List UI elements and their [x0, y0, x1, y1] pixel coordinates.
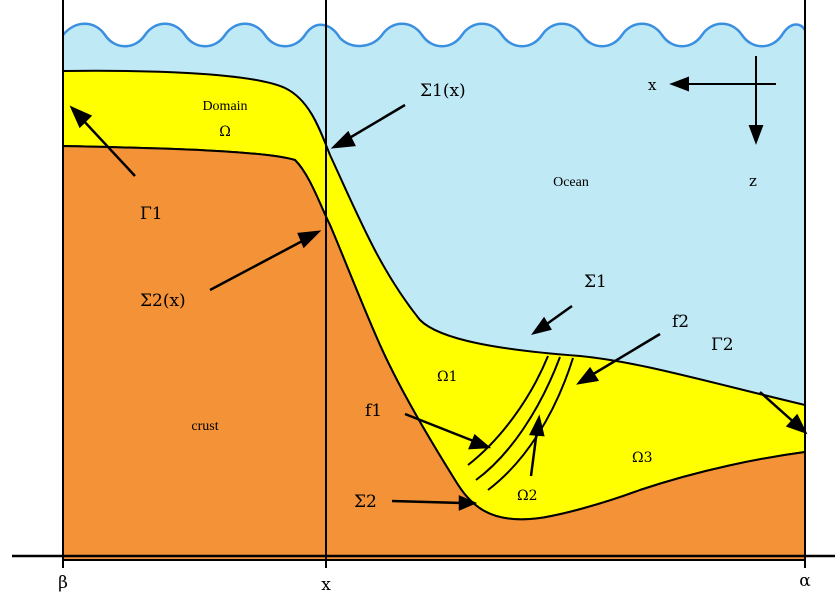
gamma2-label: Γ2 [711, 335, 734, 355]
axis-z-label: z [749, 172, 757, 190]
f2-label: f2 [672, 312, 689, 332]
sigma2-x-label: Σ2(x) [140, 291, 186, 311]
domain-label: Domain [202, 99, 247, 114]
sigma1-x-label: Σ1(x) [420, 81, 466, 101]
beta-label: β [58, 573, 68, 593]
sigma2-label: Σ2 [354, 492, 377, 512]
x-position-label: x [321, 575, 331, 595]
axis-x-label: x [648, 76, 657, 94]
crust-region [62, 144, 806, 561]
fault-f1-line-b [475, 356, 561, 481]
omega2-label: Ω2 [517, 488, 538, 504]
sigma1-label: Σ1 [584, 272, 607, 292]
alpha-label: α [799, 571, 811, 591]
omega3-label: Ω3 [632, 450, 653, 466]
annotation-arrows [69, 103, 808, 511]
axes-indicator [669, 56, 776, 145]
omega1-label: Ω1 [437, 369, 458, 385]
fault-f1-line-a [467, 355, 549, 466]
ocean-label: Ocean [553, 175, 589, 190]
f1-label: f1 [365, 401, 382, 421]
gamma1-label: Γ1 [140, 204, 163, 224]
omega-label: Ω [219, 124, 231, 140]
water-surface-wave [62, 22, 807, 48]
crust-label: crust [191, 419, 218, 434]
